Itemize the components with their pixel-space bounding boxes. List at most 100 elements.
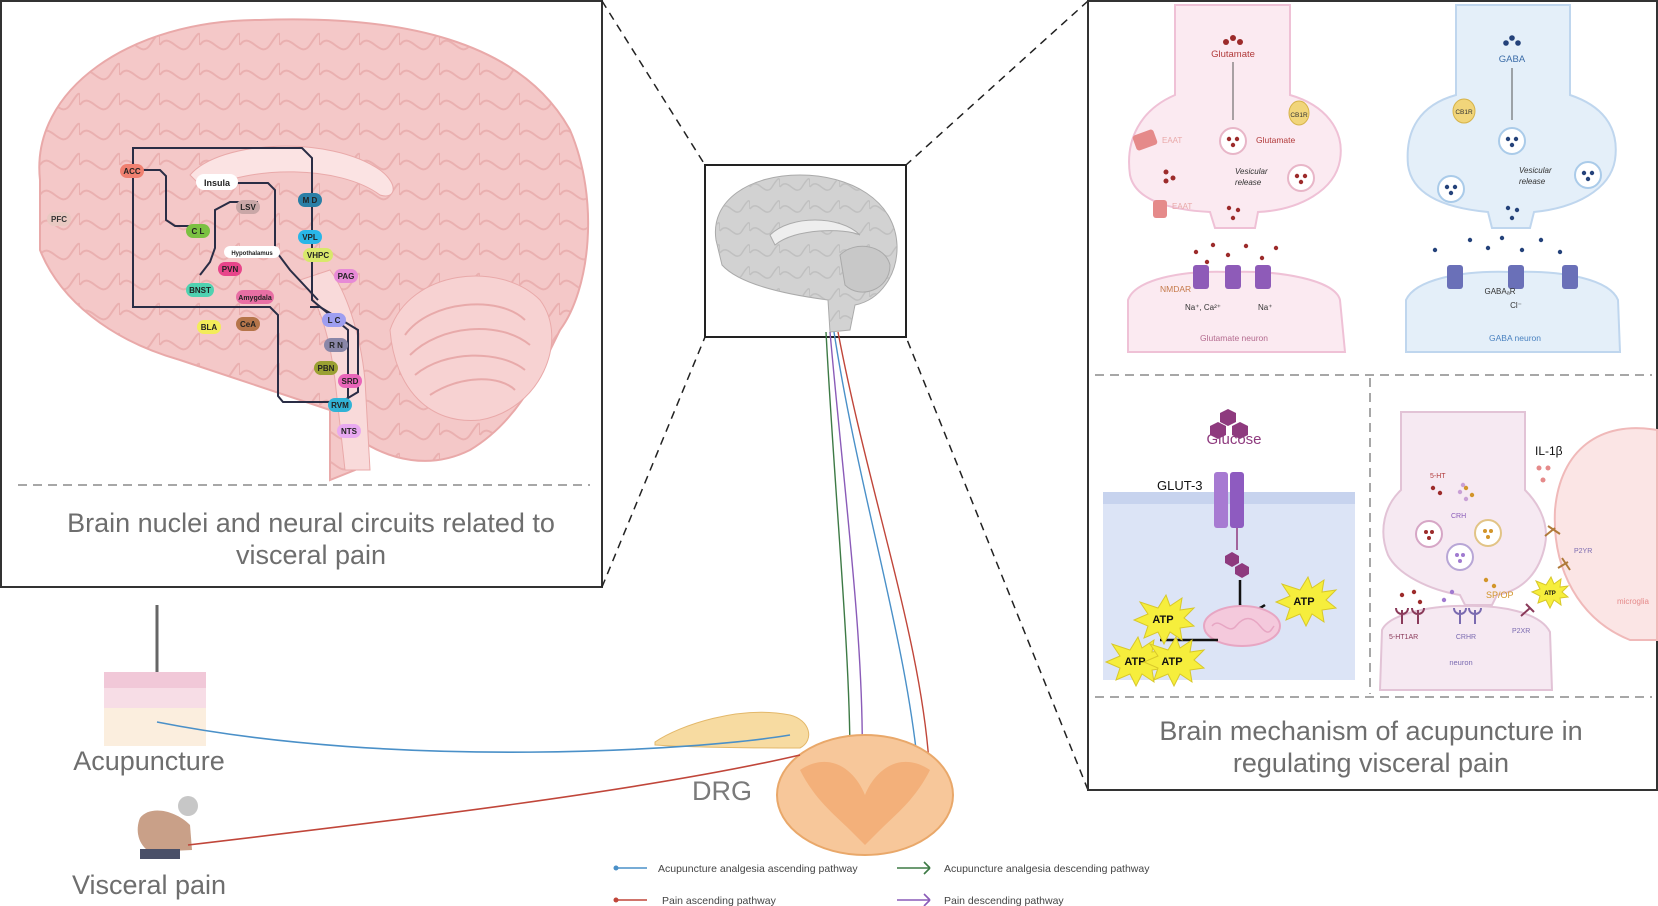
gaba-ion-label: Cl⁻	[1510, 301, 1522, 310]
hypothalamus-label: Hypothalamus	[231, 251, 273, 257]
legend-item-pain-descending: Pain descending pathway	[897, 893, 1064, 906]
glutamate-release-label: release	[1235, 178, 1262, 187]
gaba-synapse: GABA CB1R Vesicular release GABAₐR Cl⁻ G…	[1405, 4, 1622, 353]
gaba-top-label: GABA	[1499, 54, 1526, 65]
atp-burst-2: ATP	[1104, 635, 1168, 688]
cl-label: C L	[192, 227, 205, 236]
left-title-line2: visceral pain	[236, 540, 386, 570]
visceral-pain-label: Visceral pain	[72, 870, 226, 900]
nucleus-pag: PAG	[334, 269, 358, 283]
glutamate-neuron-label: Glutamate neuron	[1200, 333, 1268, 343]
atp-burst-4: ATP	[1274, 575, 1338, 628]
legend-label-acu-descending: Acupuncture analgesia descending pathway	[944, 863, 1150, 875]
cea-label: CeA	[240, 320, 256, 329]
gaba-release-label: release	[1519, 177, 1546, 186]
eaat-label-2: EAAT	[1172, 202, 1192, 211]
vhpc-label: VHPC	[307, 251, 329, 260]
nucleus-bla: BLA	[197, 320, 221, 334]
glutamate-top-label: Glutamate	[1211, 49, 1255, 60]
nucleus-md: M D	[298, 193, 322, 207]
glutamate-cb1r-label: CB1R	[1290, 112, 1308, 119]
center-brain-box	[704, 164, 907, 338]
gaba-vesicular-label: Vesicular	[1519, 166, 1552, 175]
crh-label: CRH	[1451, 513, 1466, 520]
pag-label: PAG	[338, 272, 355, 281]
nucleus-amygdala: Amygdala	[236, 290, 274, 304]
nucleus-pvn: PVN	[218, 262, 242, 276]
spop-label: SP/OP	[1486, 590, 1514, 600]
p2xr-label: P2XR	[1512, 628, 1530, 635]
gabaar-label: GABAₐR	[1485, 287, 1516, 296]
visceral-pain-site: Visceral pain	[72, 754, 801, 900]
legend-item-acu-ascending: Acupuncture analgesia ascending pathway	[613, 863, 858, 875]
nmdar-label: NMDAR	[1160, 284, 1191, 294]
legend-label-pain-descending: Pain descending pathway	[944, 895, 1064, 906]
glucose-panel: Glucose GLUT-3 ATP ATP ATP	[1103, 409, 1355, 688]
p2yr-label: P2YR	[1574, 548, 1592, 555]
5ht-label: 5-HT	[1430, 473, 1446, 480]
legend-label-pain-ascending: Pain ascending pathway	[662, 895, 777, 906]
glut3-label: GLUT-3	[1157, 478, 1203, 493]
atp-label-4: ATP	[1293, 596, 1314, 608]
atp-label-1: ATP	[1152, 614, 1173, 626]
glutamate-vesicular-label: Vesicular	[1235, 167, 1268, 176]
nucleus-bnst: BNST	[186, 283, 214, 297]
eaat-label-1: EAAT	[1162, 136, 1182, 145]
atp-label-small: ATP	[1544, 591, 1556, 597]
legend-item-acu-descending: Acupuncture analgesia descending pathway	[897, 861, 1150, 875]
rn-label: R N	[329, 341, 343, 350]
atp-burst-1: ATP	[1132, 593, 1196, 646]
nucleus-lc: L C	[322, 313, 346, 327]
md-label: M D	[303, 196, 318, 205]
rvm-label: RVM	[331, 401, 349, 410]
nucleus-srd: SRD	[338, 374, 362, 388]
lc-label: L C	[328, 316, 341, 325]
bnst-label: BNST	[189, 286, 211, 295]
nucleus-cl: C L	[186, 224, 210, 238]
nucleus-lsv: LSV	[236, 200, 260, 214]
nucleus-acc: ACC	[120, 164, 144, 178]
vpl-label: VPL	[302, 233, 318, 242]
crhr-label: CRHR	[1456, 634, 1476, 641]
right-title-line2: regulating visceral pain	[1233, 748, 1509, 778]
pvn-label: PVN	[222, 265, 239, 274]
acupuncture-site: Acupuncture	[73, 605, 791, 776]
nucleus-hypothalamus: Hypothalamus	[224, 246, 280, 258]
glutamate-ions-label-1: Na⁺, Ca²⁺	[1185, 303, 1221, 312]
nucleus-vpl: VPL	[298, 230, 322, 244]
nucleus-nts: NTS	[337, 424, 361, 438]
nucleus-rvm: RVM	[328, 398, 352, 412]
nucleus-vhpc: VHPC	[303, 248, 333, 262]
left-title-line1: Brain nuclei and neural circuits related…	[67, 508, 555, 538]
atp-label-3: ATP	[1161, 656, 1182, 668]
acc-label: ACC	[123, 167, 141, 176]
zoom-connectors	[601, 0, 1089, 791]
serotonin-neuron-label: neuron	[1449, 658, 1472, 667]
left-panel: PFC ACC Insula LSV C L M D Hypothalamus …	[0, 0, 603, 588]
legend-label-acu-ascending: Acupuncture analgesia ascending pathway	[658, 863, 858, 875]
atp-burst-3: ATP	[1142, 635, 1206, 688]
gaba-cb1r-label: CB1R	[1455, 109, 1473, 116]
nucleus-pbn: PBN	[314, 361, 338, 375]
spinal-cord: DRG	[654, 711, 954, 856]
right-panel: Glutamate Glutamate CB1R EAAT EAAT Vesic…	[1087, 0, 1658, 791]
microglia-label: microglia	[1617, 597, 1650, 606]
5ht1ar-label: 5-HT1AR	[1389, 634, 1418, 641]
glutamate-ions-label-2: Na⁺	[1258, 303, 1272, 312]
drg-label: DRG	[692, 776, 752, 806]
acupuncture-label: Acupuncture	[73, 746, 225, 776]
pfc-label: PFC	[51, 215, 67, 224]
nucleus-pfc: PFC	[47, 212, 71, 226]
lsv-label: LSV	[240, 203, 256, 212]
nucleus-rn: R N	[324, 338, 348, 352]
legend-item-pain-ascending: Pain ascending pathway	[613, 895, 777, 906]
atp-label-2: ATP	[1124, 656, 1145, 668]
atp-burst-small: ATP	[1530, 575, 1570, 610]
insula-label: Insula	[204, 178, 231, 188]
legend: Acupuncture analgesia ascending pathway …	[613, 861, 1150, 906]
il1b-label: IL-1β	[1535, 444, 1563, 458]
nuclei: PFC ACC Insula LSV C L M D Hypothalamus …	[47, 164, 362, 438]
glutamate-synapse: Glutamate Glutamate CB1R EAAT EAAT Vesic…	[1127, 4, 1347, 353]
amygdala-label: Amygdala	[238, 295, 272, 302]
